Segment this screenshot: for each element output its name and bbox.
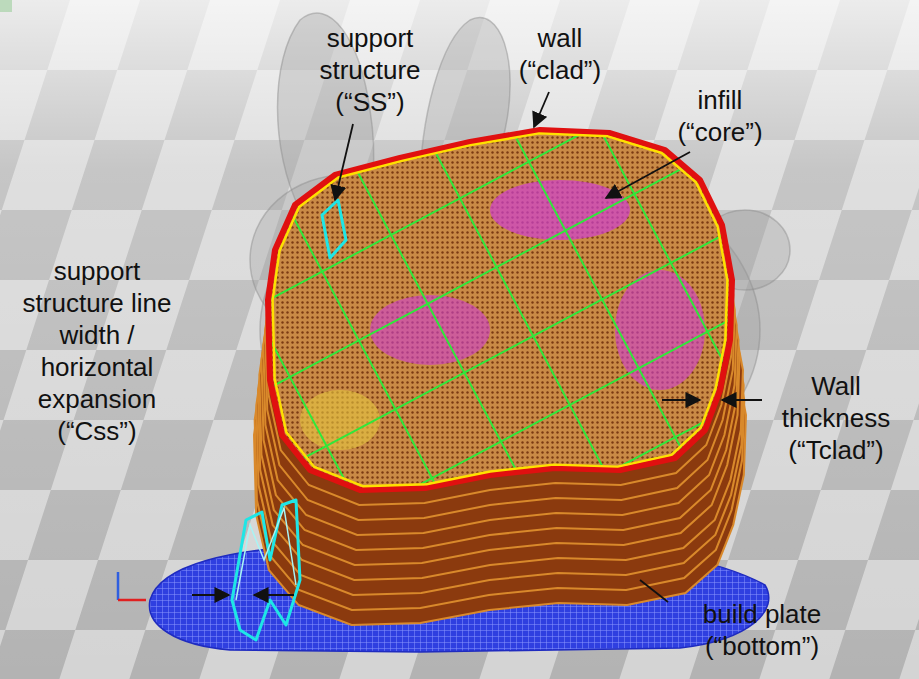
annotation-label: wall (“clad”) <box>504 22 616 86</box>
annotation-label: build plate (“bottom”) <box>677 598 847 662</box>
annotation-label: support structure line width / horizonta… <box>4 255 190 447</box>
annotation-label: Wall thickness (“Tclad”) <box>766 370 906 466</box>
annotation-label: support structure (“SS”) <box>305 22 435 118</box>
annotation-label: infill (“core”) <box>664 84 776 148</box>
